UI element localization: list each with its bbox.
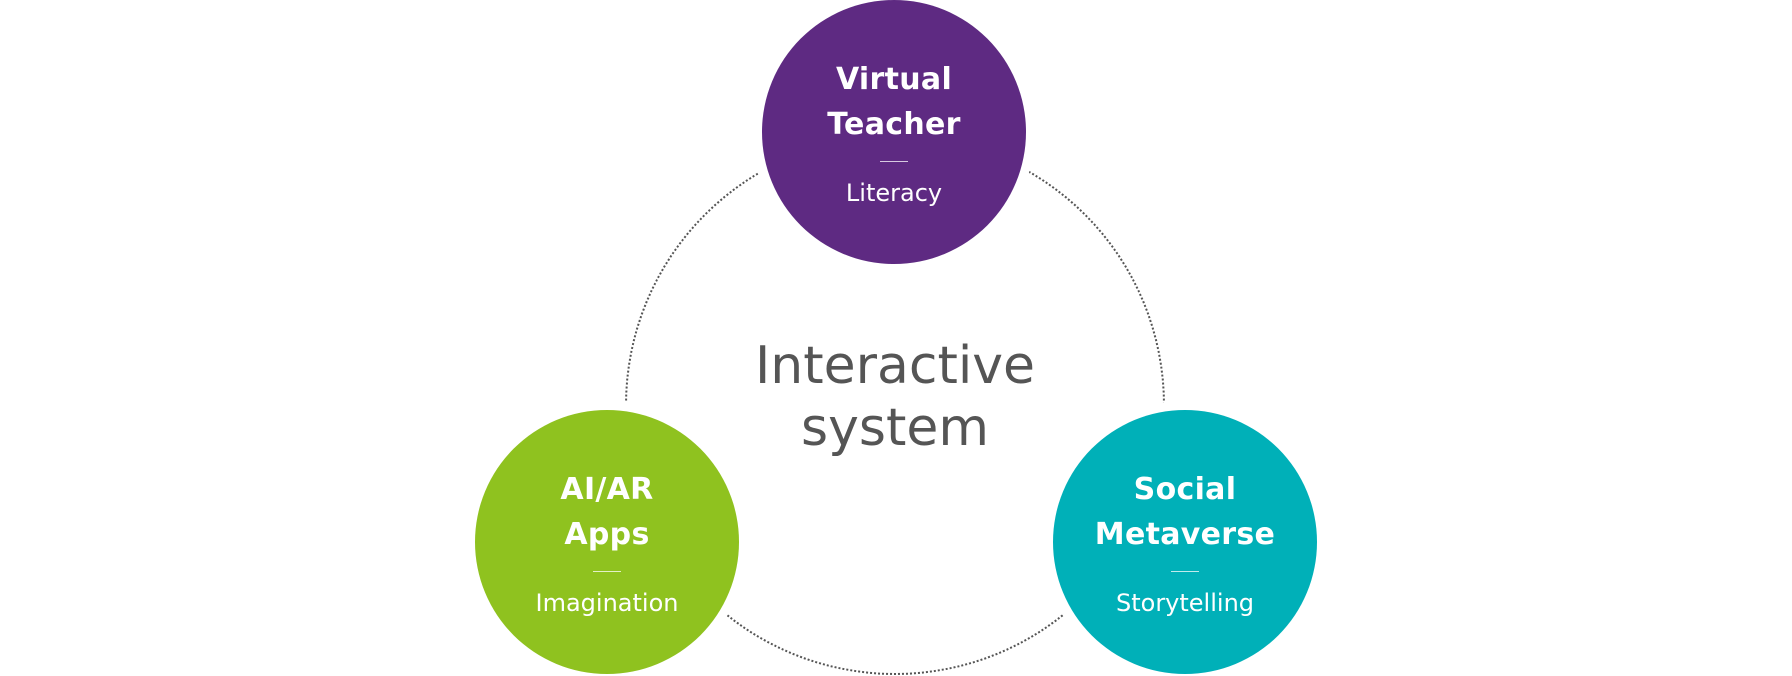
center-label-line1: Interactive — [754, 336, 1036, 396]
node-divider — [1171, 570, 1199, 572]
node-divider — [593, 570, 621, 572]
node-title-line2: Teacher — [827, 106, 961, 142]
node-title: AI/AR Apps — [560, 467, 653, 557]
node-subtitle: Literacy — [845, 178, 943, 207]
node-subtitle: Imagination — [535, 588, 679, 617]
center-label-line2: system — [801, 398, 989, 458]
node-title-line1: AI/AR — [560, 471, 654, 507]
node-virtual-teacher: Virtual Teacher Literacy — [762, 0, 1026, 264]
node-social-metaverse: Social Metaverse Storytelling — [1053, 410, 1317, 674]
node-title-line1: Social — [1133, 471, 1237, 507]
center-label: Interactive system — [645, 335, 1145, 459]
node-title-line2: Apps — [564, 516, 650, 552]
node-title-line2: Metaverse — [1094, 516, 1276, 552]
node-title: Social Metaverse — [1095, 467, 1275, 557]
node-ai-ar-apps: AI/AR Apps Imagination — [475, 410, 739, 674]
node-title: Virtual Teacher — [827, 57, 960, 147]
node-title-line1: Virtual — [835, 61, 953, 97]
node-subtitle: Storytelling — [1115, 588, 1255, 617]
node-divider — [880, 160, 908, 162]
